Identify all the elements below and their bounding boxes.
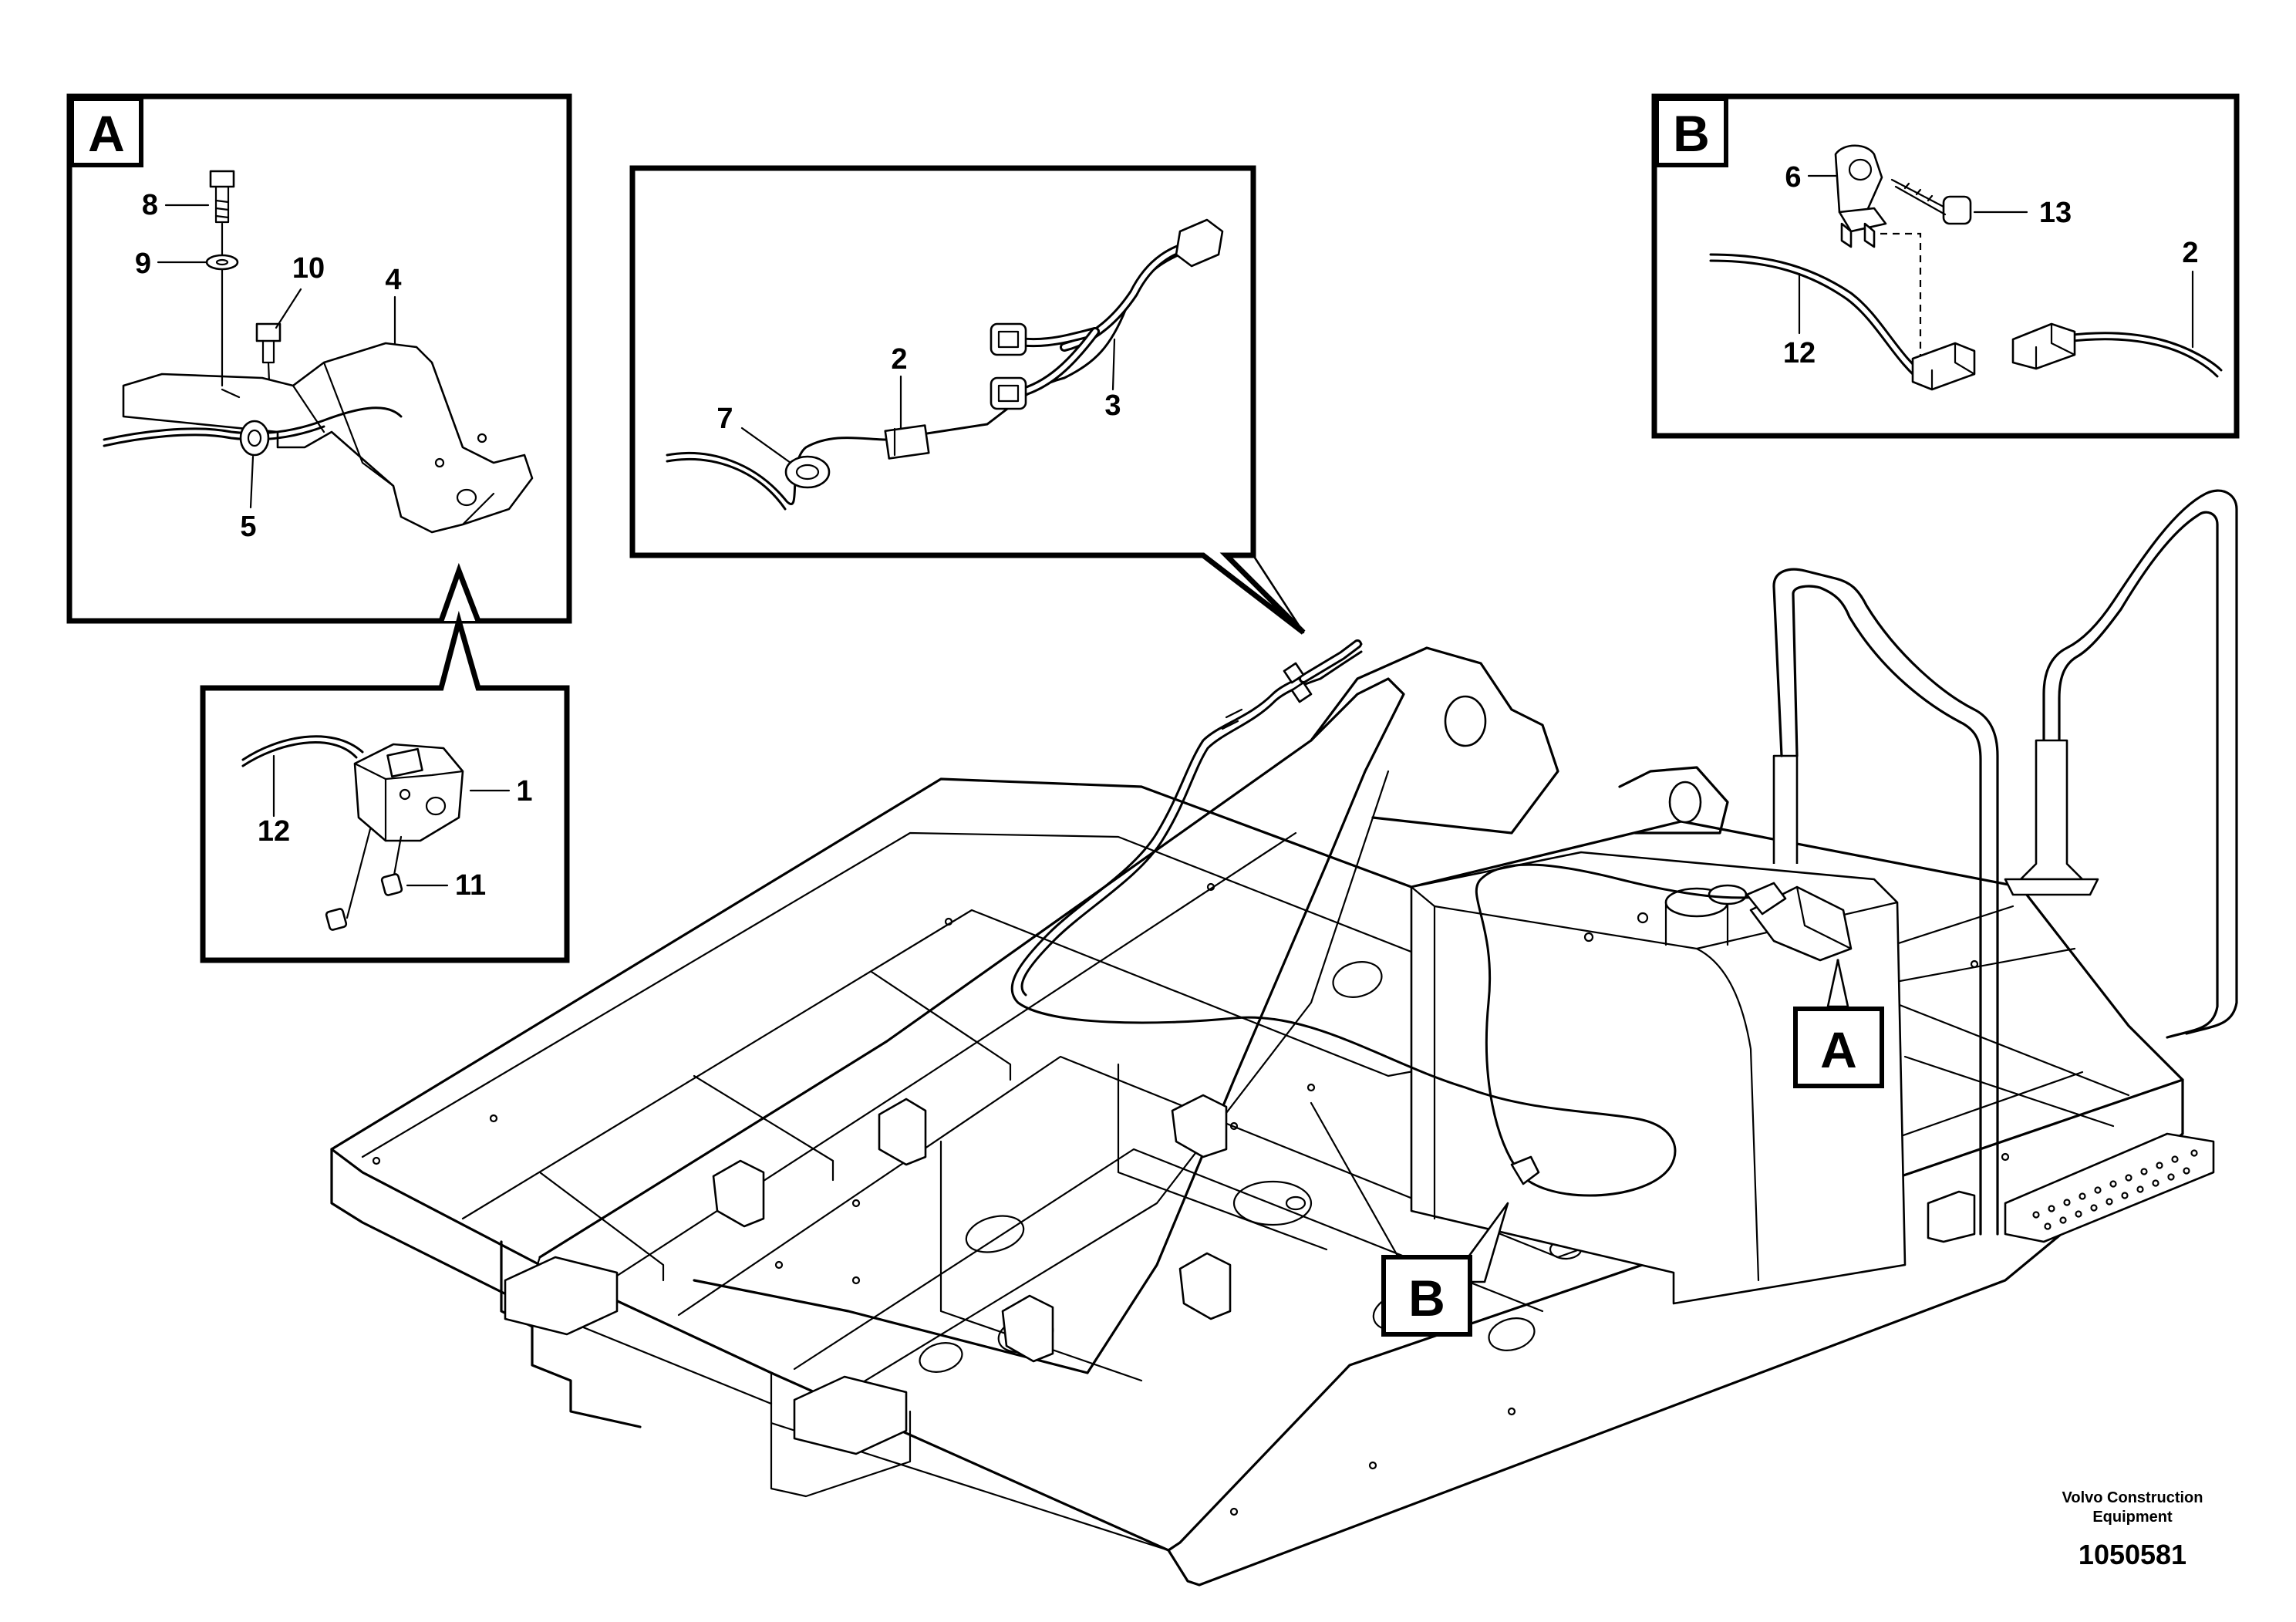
ground-dash-line bbox=[1880, 232, 1922, 363]
detail-b-letter-box bbox=[1654, 96, 1728, 167]
detail-a-letter: A bbox=[88, 105, 125, 162]
credit-line-2: Equipment bbox=[2092, 1509, 2173, 1526]
frame-drawing bbox=[330, 646, 2184, 1587]
bolt-10-head bbox=[255, 322, 282, 342]
marker-b-label: B bbox=[1408, 1270, 1445, 1327]
connector-drawing bbox=[666, 218, 1224, 511]
step-holes bbox=[2032, 1149, 2198, 1230]
callout-8: 8 bbox=[142, 189, 158, 221]
callout-1: 1 bbox=[516, 775, 532, 808]
main-frame-view: A B bbox=[330, 489, 2238, 1587]
detail-a-pointer bbox=[438, 562, 481, 622]
doc-number: 1050581 bbox=[2079, 1539, 2186, 1570]
callout-12-b: 12 bbox=[1783, 337, 1816, 369]
callout-5: 5 bbox=[240, 511, 256, 543]
handrail-drawing bbox=[1772, 489, 2238, 1236]
callout-2-b: 2 bbox=[2182, 237, 2198, 269]
clamp-5-drawing bbox=[239, 420, 270, 457]
callout-11: 11 bbox=[455, 869, 486, 902]
marker-a-box bbox=[1793, 1007, 1884, 1088]
detail-a: A 8 9 10 4 bbox=[66, 93, 572, 624]
credit-line-1: Volvo Construction bbox=[2062, 1489, 2203, 1506]
detail-b-letter: B bbox=[1673, 105, 1710, 162]
bracket-drawing bbox=[1745, 882, 1853, 962]
footer: Volvo Construction Equipment 1050581 bbox=[2062, 1489, 2203, 1570]
screw-11b bbox=[380, 873, 403, 896]
detail-a-frame bbox=[66, 93, 572, 624]
marker-a-label: A bbox=[1820, 1021, 1857, 1078]
detail-a-letter-box bbox=[69, 96, 143, 167]
screw-11a bbox=[325, 908, 348, 931]
detail-a-sub: 12 1 11 bbox=[200, 610, 570, 963]
wire-harness-drawing bbox=[1010, 639, 1775, 1197]
marker-b-box bbox=[1381, 1255, 1472, 1337]
callout-7: 7 bbox=[716, 403, 733, 435]
bolt-drawing bbox=[209, 170, 235, 224]
callout-6: 6 bbox=[1785, 161, 1801, 194]
washer-drawing bbox=[205, 254, 239, 271]
callout-10: 10 bbox=[292, 252, 325, 285]
detail-b: B 6 13 2 12 bbox=[1651, 93, 2240, 439]
callout-4: 4 bbox=[385, 264, 401, 296]
sensor-drawing bbox=[241, 735, 464, 842]
callout-13: 13 bbox=[2039, 197, 2072, 229]
bolt-13-drawing bbox=[1942, 195, 1972, 225]
callout-3: 3 bbox=[1104, 389, 1121, 422]
callout-2-mid: 2 bbox=[891, 343, 907, 376]
callout-12-sub: 12 bbox=[258, 815, 290, 848]
step-drawing bbox=[1927, 1132, 2215, 1243]
callout-9: 9 bbox=[135, 248, 151, 280]
detail-mid: 2 3 7 bbox=[629, 165, 1306, 635]
